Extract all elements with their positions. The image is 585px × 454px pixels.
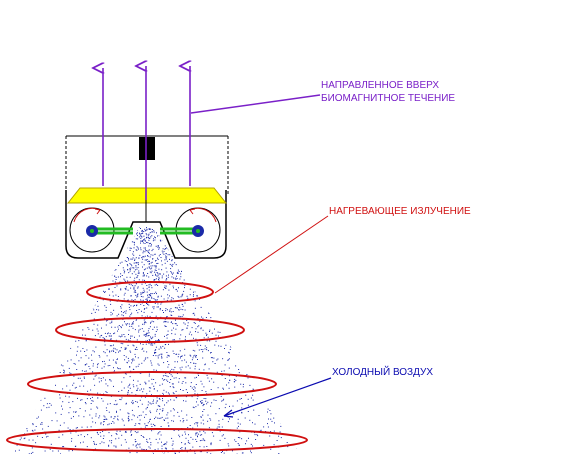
ellipse-ring bbox=[55, 317, 245, 343]
heating-radiation-label: НАГРЕВАЮЩЕЕ ИЗЛУЧЕНИЕ bbox=[329, 206, 471, 217]
upward-arrows bbox=[103, 66, 190, 200]
upward-flow-label: НАПРАВЛЕННОЕ ВВЕРХ БИОМАГНИТНОЕ ТЕЧЕНИЕ bbox=[321, 79, 455, 105]
upward-flow-label-line1: НАПРАВЛЕННОЕ ВВЕРХ bbox=[321, 80, 439, 91]
black-block bbox=[139, 137, 155, 160]
upward-flow-label-line2: БИОМАГНИТНОЕ ТЕЧЕНИЕ bbox=[321, 93, 456, 104]
upward-flow-leader bbox=[190, 94, 321, 114]
ellipse-ring bbox=[6, 428, 308, 452]
heating-leader bbox=[214, 215, 329, 294]
cold-air-leader bbox=[223, 377, 332, 418]
ellipse-ring bbox=[27, 371, 277, 397]
cold-air-label: ХОЛОДНЫЙ ВОЗДУХ bbox=[332, 367, 434, 378]
heat-rings bbox=[6, 281, 308, 452]
ellipse-ring bbox=[86, 281, 214, 303]
particle-cloud bbox=[11, 227, 298, 454]
green-axle bbox=[86, 225, 204, 237]
yellow-plate bbox=[66, 187, 228, 204]
